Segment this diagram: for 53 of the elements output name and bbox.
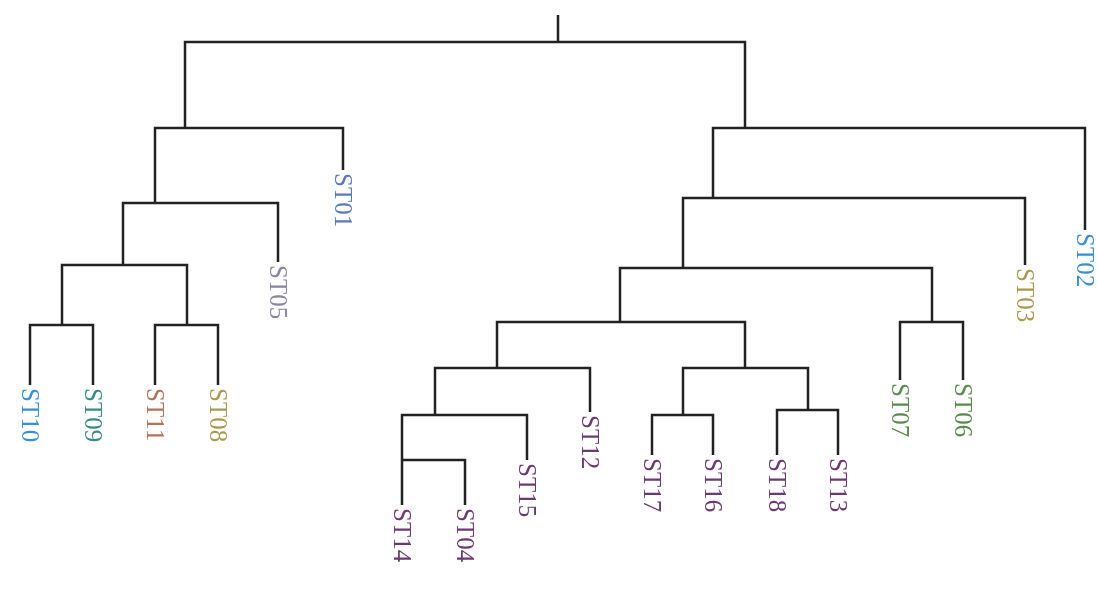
dendrogram-branch: [153, 126, 185, 203]
dendrogram-branch: [497, 366, 592, 412]
dendrogram-branch: [745, 126, 1087, 230]
dendrogram-branch: [683, 413, 715, 455]
dendrogram-branch: [400, 458, 404, 505]
dendrogram-branch: [650, 413, 683, 455]
dendrogram-branch: [681, 366, 745, 415]
leaf-label: ST13: [825, 458, 851, 513]
dendrogram-branch: [558, 40, 747, 128]
dendrogram-branch: [121, 201, 155, 265]
dendrogram-branch: [681, 196, 713, 268]
dendrogram-branch: [60, 263, 123, 325]
dendrogram-branch: [402, 458, 467, 505]
dendrogram-branch: [28, 323, 62, 385]
leaf-label: ST12: [577, 415, 603, 470]
leaf-label: ST11: [142, 388, 168, 442]
leaf-label: ST05: [265, 265, 291, 320]
dendrogram-branch: [745, 366, 810, 410]
dendrogram-branch: [495, 320, 620, 368]
leaf-label: ST15: [514, 463, 540, 518]
dendrogram-branch: [775, 408, 808, 455]
dendrogram-branch: [433, 366, 497, 415]
leaf-label: ST16: [700, 458, 726, 513]
dendrogram-branch: [187, 323, 220, 385]
dendrogram-branch: [932, 320, 965, 380]
dendrogram-branch: [713, 196, 1027, 265]
dendrogram-branch: [556, 15, 560, 42]
dendrogram-branch: [400, 413, 435, 460]
leaf-label: ST02: [1072, 233, 1097, 288]
dendrogram-branch: [683, 266, 934, 322]
dendrogram-branch: [185, 126, 345, 170]
leaf-label: ST08: [205, 388, 231, 443]
dendrogram-branch: [435, 413, 529, 460]
leaf-label: ST03: [1012, 268, 1038, 323]
dendrogram-branch: [618, 266, 683, 322]
dendrogram-branch: [153, 323, 187, 385]
leaf-label: ST01: [330, 173, 356, 228]
dendrogram-branch: [898, 320, 932, 380]
leaf-label: ST07: [887, 383, 913, 438]
leaf-label: ST18: [764, 458, 790, 513]
dendrogram-branch: [620, 320, 747, 368]
leaf-label: ST06: [950, 383, 976, 438]
leaf-label: ST17: [639, 458, 665, 513]
dendrogram-branch: [62, 323, 95, 385]
dendrogram-branch: [808, 408, 840, 455]
leaf-label: ST14: [389, 508, 415, 563]
dendrogram-branch: [123, 263, 189, 325]
leaf-label: ST04: [452, 508, 478, 563]
dendrogram-branch: [183, 40, 558, 128]
dendrogram-branch: [711, 126, 745, 198]
leaf-label: ST09: [80, 388, 106, 443]
leaf-label: ST10: [17, 388, 43, 443]
dendrogram-branch: [155, 201, 280, 262]
